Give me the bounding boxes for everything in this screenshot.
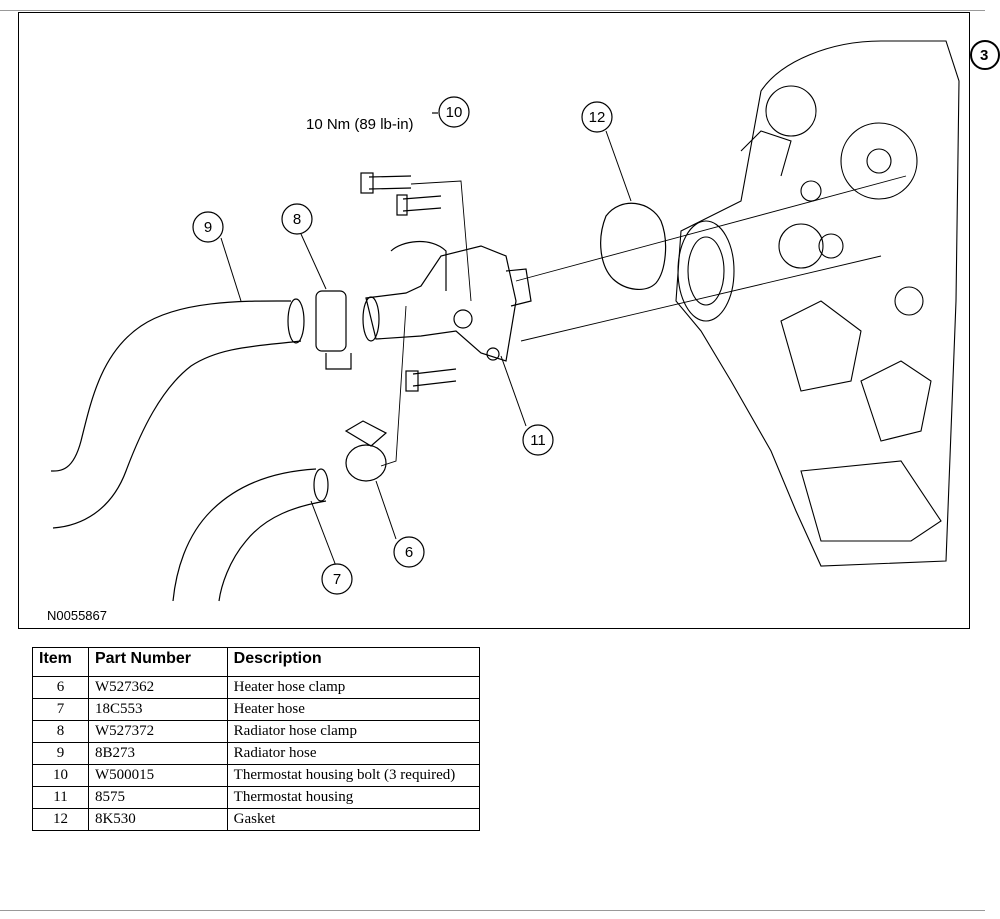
table-row: 7 18C553 Heater hose xyxy=(32,698,481,721)
table-header-row: Item Part Number Description xyxy=(32,647,481,677)
cell-part-number: W527362 xyxy=(87,676,228,699)
header-part-number: Part Number xyxy=(87,647,228,677)
table-row: 6 W527362 Heater hose clamp xyxy=(32,676,481,699)
exploded-diagram: 9 8 10 12 11 6 7 10 Nm (89 lb-in) N00558… xyxy=(18,12,970,629)
cell-item: 9 xyxy=(32,742,89,765)
heater-clamp-drawing xyxy=(344,420,388,482)
leader-7 xyxy=(310,500,337,567)
torque-spec-label: 10 Nm (89 lb-in) xyxy=(306,116,414,133)
bottom-rule xyxy=(0,910,985,911)
cell-description: Heater hose xyxy=(226,698,481,721)
callout-8-label: 8 xyxy=(293,211,301,228)
leader-8 xyxy=(300,233,327,290)
cell-item: 6 xyxy=(32,676,89,699)
cell-description: Gasket xyxy=(226,808,481,831)
gasket-drawing xyxy=(600,202,667,290)
callout-9-label: 9 xyxy=(204,219,212,236)
cell-item: 10 xyxy=(32,764,89,787)
callout-7: 7 xyxy=(321,563,353,595)
callout-11-label: 11 xyxy=(530,432,546,449)
table-row: 11 8575 Thermostat housing xyxy=(32,786,481,809)
callout-7-label: 7 xyxy=(333,571,341,588)
cell-description: Radiator hose xyxy=(226,742,481,765)
cell-description: Thermostat housing bolt (3 required) xyxy=(226,764,481,787)
callout-12: 12 xyxy=(581,101,613,133)
cell-item: 12 xyxy=(32,808,89,831)
leader-6 xyxy=(375,480,397,540)
cell-item: 11 xyxy=(32,786,89,809)
table-row: 12 8K530 Gasket xyxy=(32,808,481,831)
callout-6-label: 6 xyxy=(405,544,413,561)
leader-11 xyxy=(500,355,527,427)
table-row: 8 W527372 Radiator hose clamp xyxy=(32,720,481,743)
leader-9 xyxy=(220,237,242,302)
cell-description: Thermostat housing xyxy=(226,786,481,809)
callout-11: 11 xyxy=(522,424,554,456)
radiator-clamp-drawing xyxy=(315,290,352,370)
callout-10-label: 10 xyxy=(446,104,463,121)
cell-item: 7 xyxy=(32,698,89,721)
callout-6: 6 xyxy=(393,536,425,568)
leader-12 xyxy=(605,130,632,202)
parts-table: Item Part Number Description 6 W527362 H… xyxy=(32,647,481,831)
header-item: Item xyxy=(32,647,89,677)
page-edge-badge: 3 xyxy=(970,40,1000,70)
thermostat-housing-drawing xyxy=(362,240,532,362)
table-row: 10 W500015 Thermostat housing bolt (3 re… xyxy=(32,764,481,787)
cell-part-number: 18C553 xyxy=(87,698,228,721)
cell-part-number: 8K530 xyxy=(87,808,228,831)
table-row: 9 8B273 Radiator hose xyxy=(32,742,481,765)
diagram-artwork: 9 8 10 12 11 6 7 xyxy=(50,40,960,602)
callout-9: 9 xyxy=(192,211,224,243)
heater-hose-drawing xyxy=(172,468,329,602)
cell-part-number: W500015 xyxy=(87,764,228,787)
cell-description: Heater hose clamp xyxy=(226,676,481,699)
callout-10: 10 xyxy=(438,96,470,128)
cell-item: 8 xyxy=(32,720,89,743)
bolts-drawing xyxy=(360,172,457,392)
top-rule xyxy=(0,10,985,11)
callout-12-label: 12 xyxy=(589,109,606,126)
cell-part-number: 8B273 xyxy=(87,742,228,765)
engine-block-drawing xyxy=(675,40,960,567)
cell-part-number: 8575 xyxy=(87,786,228,809)
cell-description: Radiator hose clamp xyxy=(226,720,481,743)
cell-part-number: W527372 xyxy=(87,720,228,743)
radiator-hose-drawing xyxy=(50,298,305,529)
figure-id: N0055867 xyxy=(47,608,107,623)
page-edge-badge-label: 3 xyxy=(980,47,989,64)
callout-8: 8 xyxy=(281,203,313,235)
header-description: Description xyxy=(226,647,481,677)
